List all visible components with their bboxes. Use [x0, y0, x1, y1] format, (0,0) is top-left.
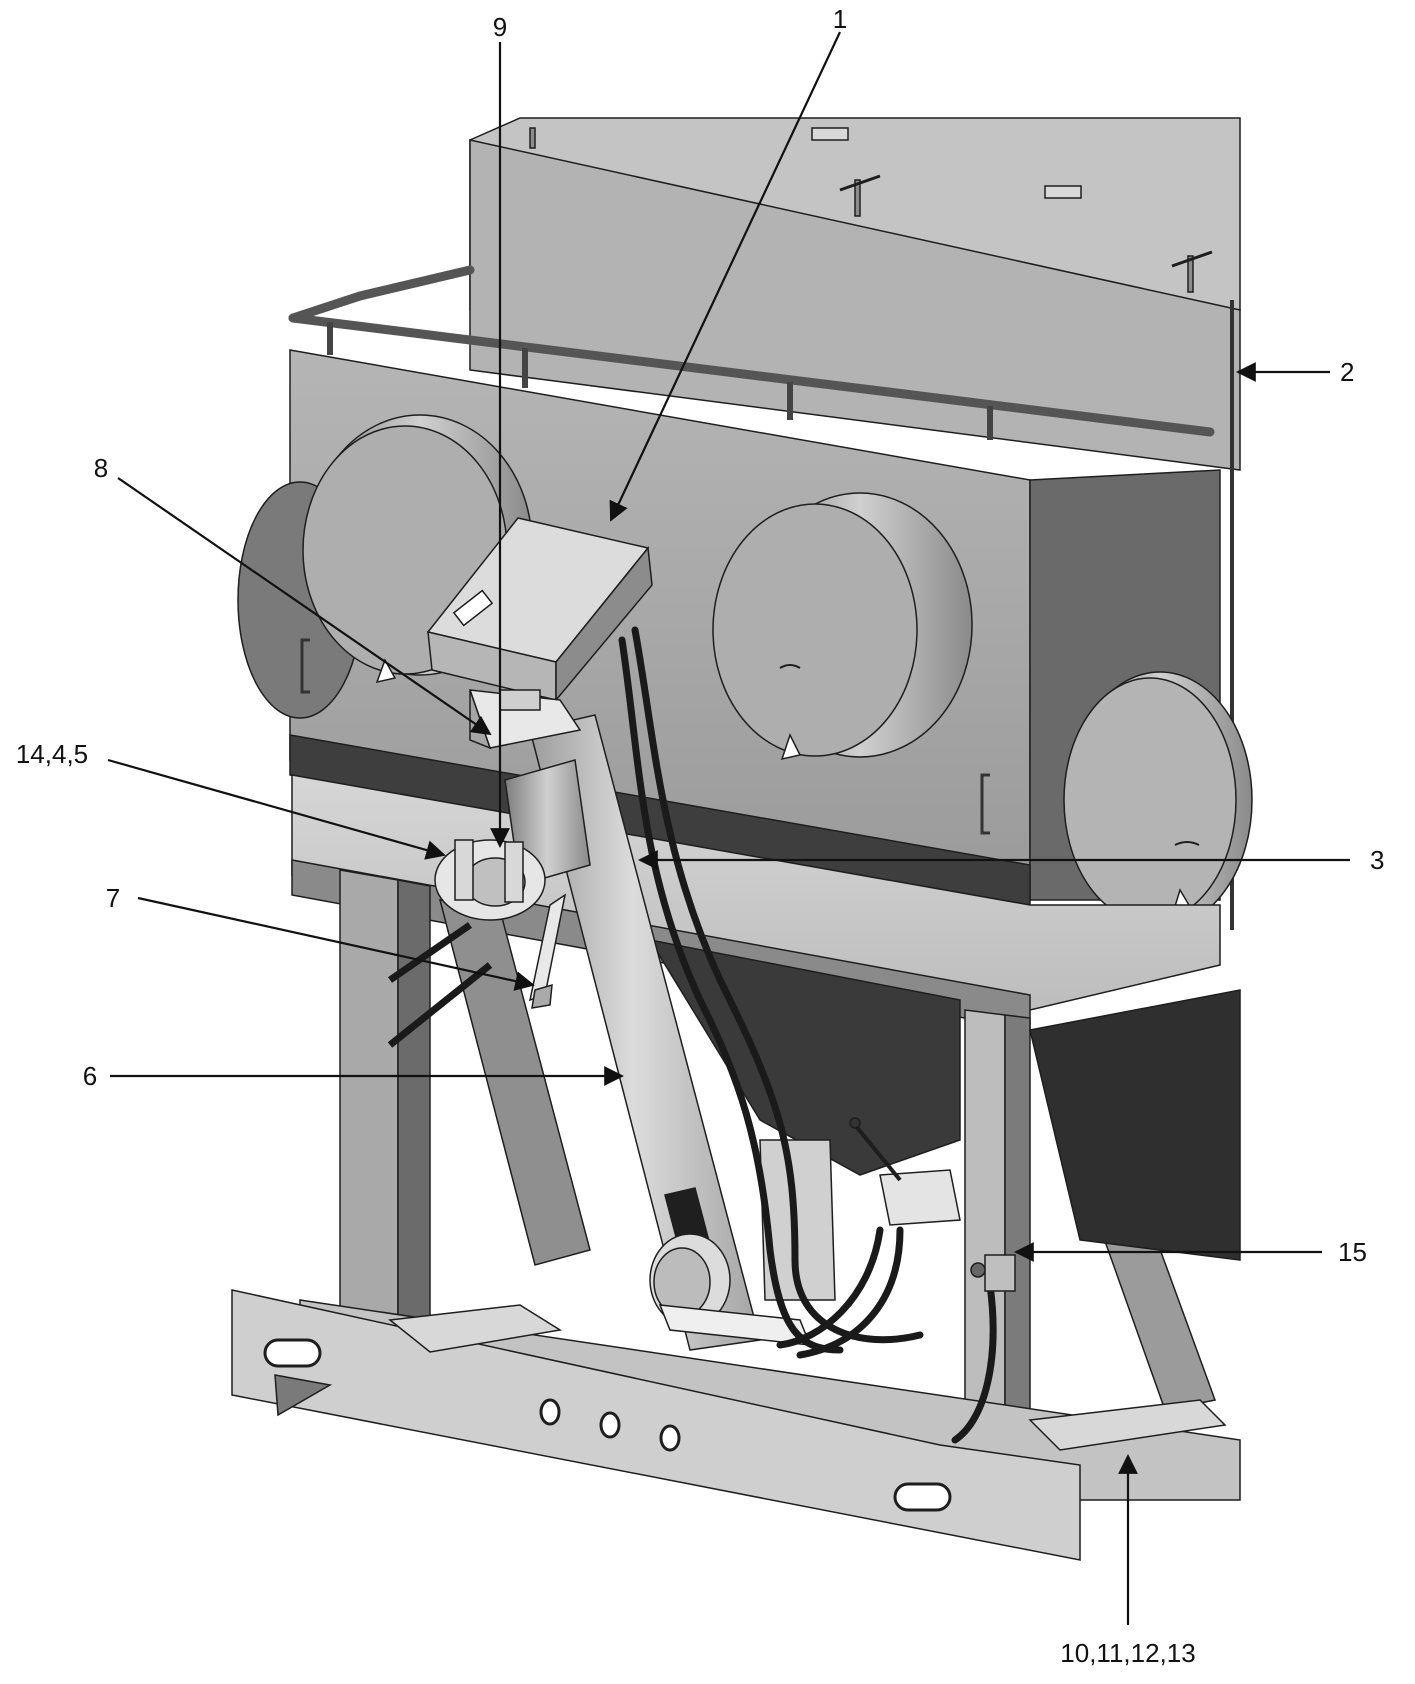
callout-label-15: 15: [1338, 1237, 1367, 1267]
callout-label-6: 6: [83, 1061, 97, 1091]
door-handles: [300, 638, 990, 835]
glove-port-right: [1063, 671, 1253, 929]
leader-7: [137, 896, 535, 991]
glove-port-center: [712, 492, 973, 761]
leader-8: [117, 477, 492, 736]
leg-foot-plates: [388, 1304, 1227, 1451]
callout-label-9: 9: [493, 12, 507, 42]
junction-box: [970, 1254, 1016, 1292]
hydraulic-valve: [879, 1169, 961, 1226]
pipe-clamp-flange: [434, 839, 546, 921]
callout-label-10: 10,11,12,13: [1060, 1638, 1195, 1668]
callout-label-2: 2: [1340, 357, 1354, 387]
leader-lines: [107, 31, 1350, 1625]
hand-rail: [288, 265, 1215, 437]
lid-clamps: [529, 127, 1213, 293]
callout-label-1: 1: [833, 4, 847, 34]
leader-1: [609, 31, 841, 522]
hopper-right-interior: [1029, 989, 1241, 1261]
valve-lever-knob: [849, 1117, 861, 1129]
clamp-handle: [528, 893, 567, 1009]
callout-label-3: 3: [1370, 845, 1384, 875]
leader-14: [107, 758, 446, 860]
support-struts: [387, 922, 493, 1048]
base-skid-rail: [231, 1289, 1081, 1561]
rail-posts: [327, 322, 993, 440]
callout-labels: 1 2 3 6 7 8 9 14,4,5 15 10,11,12,13: [16, 4, 1385, 1668]
hydraulic-hoses: [618, 626, 997, 1444]
callout-label-7: 7: [106, 883, 120, 913]
skid-foot: [274, 1374, 333, 1417]
rear-enclosure-face: [469, 139, 1241, 471]
valve-lever: [853, 1123, 902, 1182]
skid-holes: [263, 1338, 952, 1512]
auger-motor: [426, 517, 653, 703]
callout-label-8: 8: [94, 453, 108, 483]
glovebox-assembly: [231, 117, 1253, 1561]
callout-label-14: 14,4,5: [16, 739, 88, 769]
